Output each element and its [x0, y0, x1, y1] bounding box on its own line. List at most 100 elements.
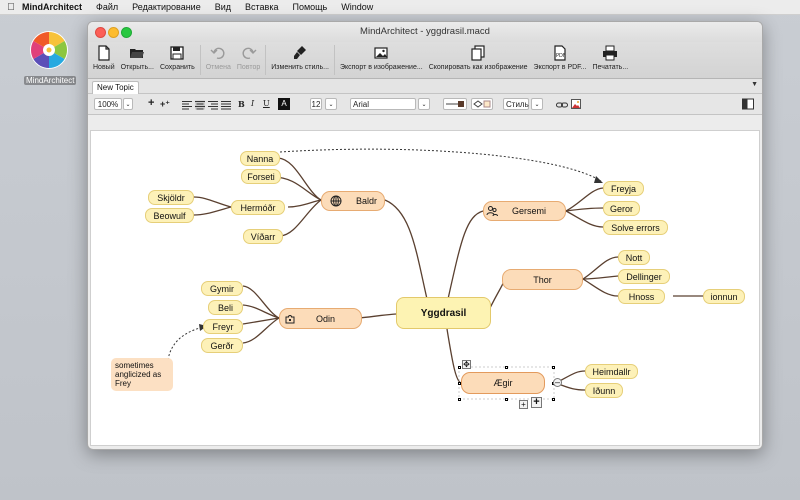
- format-toolbar: 100% ⌄ + +⁺ B I U A 12 ⌄ Arial ⌄ Стиль ⌄: [88, 94, 762, 115]
- topic-ionnun[interactable]: ionnun: [703, 289, 745, 304]
- topic-skjoldr[interactable]: Skjöldr: [148, 190, 194, 205]
- resize-handle[interactable]: [458, 366, 461, 369]
- topic-solve-errors[interactable]: Solve errors: [603, 220, 668, 235]
- topic-heimdallr[interactable]: Heimdallr: [585, 364, 638, 379]
- desktop-app-icon[interactable]: MindArchitect: [24, 30, 77, 88]
- note-box[interactable]: sometimes anglicized as Frey: [111, 358, 173, 391]
- italic-icon[interactable]: I: [251, 99, 255, 108]
- align-right-icon[interactable]: [208, 99, 218, 111]
- font-name-field[interactable]: Arial: [350, 98, 416, 110]
- window-titlebar[interactable]: MindArchitect - yggdrasil.macd: [88, 22, 762, 42]
- style-select[interactable]: Стиль: [503, 98, 529, 110]
- menu-help[interactable]: Помощь: [292, 2, 328, 12]
- toolbar-separator: [333, 45, 335, 75]
- new-button[interactable]: Новый: [90, 42, 118, 71]
- desktop-app-label: MindArchitect: [24, 76, 77, 85]
- topic-forseti[interactable]: Forseti: [241, 169, 281, 184]
- resize-handle[interactable]: [552, 366, 555, 369]
- topic-nott[interactable]: Nott: [618, 250, 650, 265]
- move-topic-icon[interactable]: ✥: [462, 360, 471, 369]
- menu-edit[interactable]: Редактирование: [132, 2, 201, 12]
- resize-handle[interactable]: [458, 382, 461, 385]
- tab-menu-chevron-icon[interactable]: ▼: [751, 81, 758, 88]
- align-left-icon[interactable]: [182, 99, 192, 111]
- app-window: MindArchitect - yggdrasil.macd Новый Отк…: [87, 21, 763, 450]
- topic-gerdr[interactable]: Gerðr: [201, 338, 243, 353]
- add-subtopic-icon[interactable]: +⁺: [160, 99, 171, 109]
- pdf-document-icon: PDF: [554, 45, 566, 61]
- font-size-chevron-down-icon[interactable]: ⌄: [325, 98, 337, 110]
- topic-nanna[interactable]: Nanna: [240, 151, 280, 166]
- menu-app-name[interactable]: MindArchitect: [22, 2, 83, 12]
- toolbar-separator: [265, 45, 267, 75]
- folder-open-icon: [130, 49, 145, 58]
- topic-aegir[interactable]: Ægir: [461, 372, 545, 394]
- align-center-icon[interactable]: [195, 99, 205, 111]
- resize-handle[interactable]: [458, 398, 461, 401]
- redo-button[interactable]: Повтор: [234, 42, 263, 71]
- topic-odin[interactable]: Odin: [279, 308, 362, 329]
- save-button[interactable]: Сохранить: [157, 42, 198, 71]
- menu-view[interactable]: Вид: [214, 2, 232, 12]
- link-icon[interactable]: [556, 99, 568, 111]
- topic-gersemi[interactable]: Gersemi: [483, 201, 566, 221]
- sidebar-toggle-icon[interactable]: [742, 98, 754, 110]
- topic-vidarr[interactable]: Víðarr: [243, 229, 283, 244]
- topic-beli[interactable]: Beli: [208, 300, 243, 315]
- change-style-button[interactable]: Изменить стиль...: [268, 42, 332, 71]
- topic-idunn[interactable]: Iðunn: [585, 383, 623, 398]
- collapse-children-icon[interactable]: –: [553, 377, 562, 387]
- add-topic-quick-icon[interactable]: +: [531, 397, 542, 408]
- topic-baldr[interactable]: Baldr: [321, 191, 385, 211]
- font-size-field[interactable]: 12: [310, 98, 322, 110]
- underline-icon[interactable]: U: [263, 99, 270, 108]
- topic-freyr[interactable]: Freyr: [203, 319, 243, 334]
- toolbar-separator: [199, 45, 201, 75]
- topic-root[interactable]: Yggdrasil: [396, 297, 491, 329]
- fill-style-picker[interactable]: [471, 98, 493, 110]
- topic-hnoss[interactable]: Hnoss: [618, 289, 665, 304]
- style-chevron-down-icon[interactable]: ⌄: [531, 98, 543, 110]
- topic-dellinger[interactable]: Dellinger: [618, 269, 670, 284]
- copy-icon: [471, 45, 485, 61]
- export-pdf-button[interactable]: PDF Экспорт в PDF...: [531, 42, 590, 71]
- topic-gymir[interactable]: Gymir: [201, 281, 243, 296]
- text-color-icon[interactable]: A: [278, 98, 290, 110]
- zoom-chevron-down-icon[interactable]: ⌄: [123, 98, 133, 110]
- resize-handle[interactable]: [552, 398, 555, 401]
- line-style-picker[interactable]: [443, 98, 467, 110]
- resize-handle[interactable]: [505, 398, 508, 401]
- topic-beowulf[interactable]: Beowulf: [145, 208, 194, 223]
- menubar:  MindArchitect Файл Редактирование Вид …: [0, 0, 800, 15]
- bold-icon[interactable]: B: [238, 99, 245, 109]
- open-button[interactable]: Открыть...: [118, 42, 157, 71]
- menu-window[interactable]: Window: [341, 2, 374, 12]
- menu-insert[interactable]: Вставка: [245, 2, 279, 12]
- add-topic-icon[interactable]: +: [148, 97, 155, 109]
- tab-bar: New Topic ▼: [88, 79, 762, 94]
- export-image-button[interactable]: Экспорт в изображение...: [337, 42, 426, 71]
- font-name-chevron-down-icon[interactable]: ⌄: [418, 98, 430, 110]
- connectors-layer: [167, 148, 703, 400]
- zoom-window-button[interactable]: [121, 27, 132, 38]
- close-window-button[interactable]: [95, 27, 106, 38]
- resize-handle[interactable]: [505, 366, 508, 369]
- add-subtopic-quick-icon[interactable]: +: [519, 400, 528, 409]
- print-button[interactable]: Печатать...: [590, 42, 632, 71]
- insert-image-icon[interactable]: [571, 98, 581, 110]
- topic-thor[interactable]: Thor: [502, 269, 583, 290]
- apple-icon[interactable]: : [0, 2, 22, 13]
- tab-new-topic[interactable]: New Topic: [92, 81, 139, 94]
- change-style-label: Изменить стиль...: [271, 64, 329, 71]
- menu-file[interactable]: Файл: [96, 2, 119, 12]
- zoom-select[interactable]: 100%: [94, 98, 122, 110]
- topic-geror[interactable]: Geror: [603, 201, 640, 216]
- minimize-window-button[interactable]: [108, 27, 119, 38]
- topic-freyja[interactable]: Freyja: [603, 181, 644, 196]
- undo-button[interactable]: Отмена: [203, 42, 234, 71]
- redo-icon: [242, 47, 257, 60]
- topic-hermodr[interactable]: Hermóðr: [231, 200, 285, 215]
- align-justify-icon[interactable]: [221, 99, 231, 111]
- mindmap-canvas[interactable]: Yggdrasil Baldr Nanna Forseti Hermóðr Ví…: [90, 130, 760, 446]
- copy-image-button[interactable]: Скопировать как изображение: [426, 42, 531, 71]
